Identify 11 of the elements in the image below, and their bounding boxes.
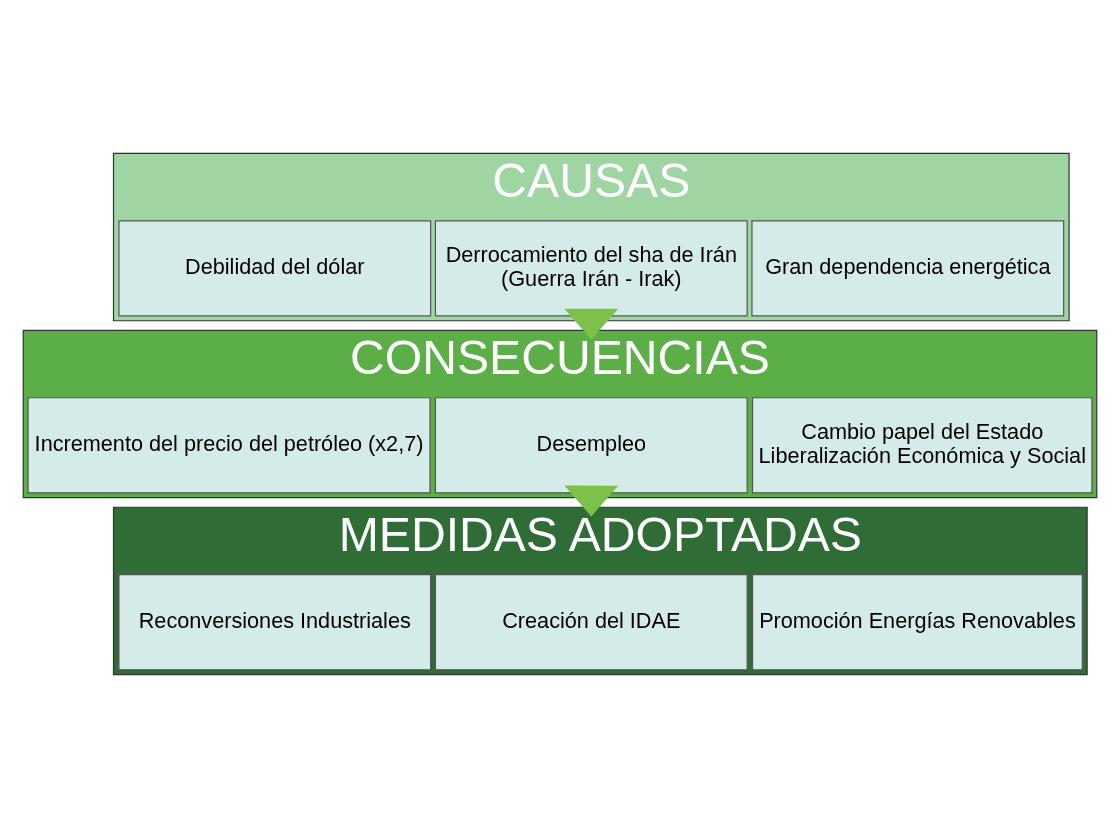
node-box: Incremento del precio del petróleo (x2,7) — [27, 396, 431, 493]
node-box: Debilidad del dólar — [118, 219, 432, 316]
node-box: Creación del IDAE — [434, 573, 748, 670]
node-box: Derrocamiento del sha de Irán (Guerra Irán - Irak) — [434, 219, 748, 316]
node-box: Gran dependencia energética — [751, 219, 1065, 316]
node-box: Desempleo — [434, 396, 748, 493]
node-box: Promoción Energías Renovables — [751, 573, 1083, 670]
arrow — [564, 485, 619, 516]
node-box: Reconversiones Industriales — [118, 573, 432, 670]
node-box: Cambio papel del Estado Liberalización Económica y Social — [751, 396, 1093, 493]
arrow — [564, 308, 619, 339]
